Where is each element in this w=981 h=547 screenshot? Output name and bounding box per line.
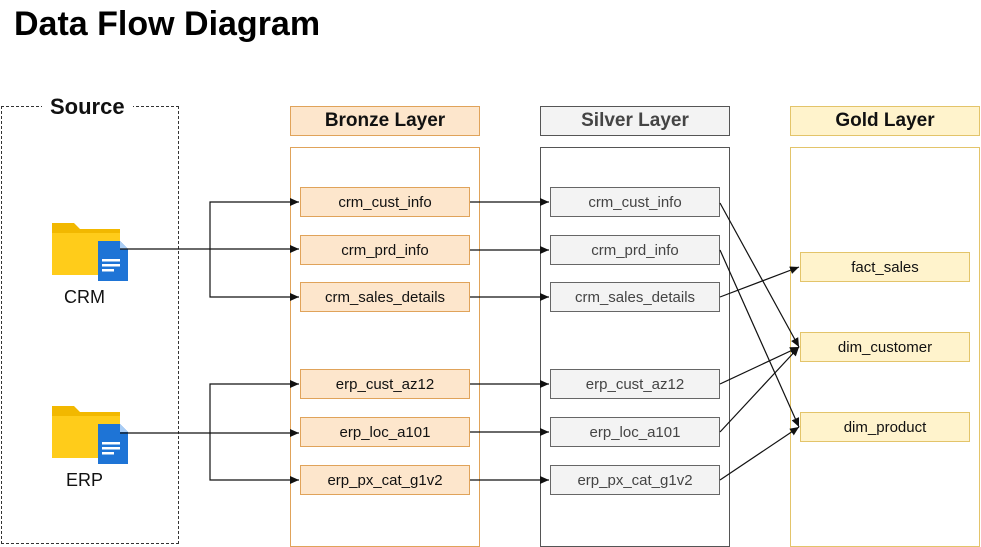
silver-table-crm-prd-info: crm_prd_info xyxy=(550,235,720,265)
silver-table-erp-px-cat-g1v2: erp_px_cat_g1v2 xyxy=(550,465,720,495)
bronze-table-erp-cust-az12: erp_cust_az12 xyxy=(300,369,470,399)
silver-table-erp-cust-az12: erp_cust_az12 xyxy=(550,369,720,399)
silver-table-crm-sales-details: crm_sales_details xyxy=(550,282,720,312)
diagram-title: Data Flow Diagram xyxy=(14,5,321,43)
gold-table-fact-sales: fact_sales xyxy=(800,252,970,282)
connector-silver-to-gold xyxy=(719,202,800,348)
source-title: Source xyxy=(42,93,133,121)
gold-layer-header: Gold Layer xyxy=(790,106,980,136)
crm-label: CRM xyxy=(64,287,105,307)
erp-label: ERP xyxy=(66,470,104,490)
bronze-table-erp-loc-a101: erp_loc_a101 xyxy=(300,417,470,447)
bronze-table-crm-sales-details: crm_sales_details xyxy=(300,282,470,312)
silver-table-crm-cust-info: crm_cust_info xyxy=(550,187,720,217)
connector-crm-to-bronze xyxy=(120,198,299,250)
bronze-layer-header: Bronze Layer xyxy=(290,106,480,136)
silver-table-erp-loc-a101: erp_loc_a101 xyxy=(550,417,720,447)
silver-layer-header: Silver Layer xyxy=(540,106,730,136)
bronze-table-crm-prd-info: crm_prd_info xyxy=(300,235,470,265)
crm-folder-icon xyxy=(52,223,128,281)
gold-table-dim-product: dim_product xyxy=(800,412,970,442)
gold-table-dim-customer: dim_customer xyxy=(800,332,970,362)
bronze-table-erp-px-cat-g1v2: erp_px_cat_g1v2 xyxy=(300,465,470,495)
connector-erp-to-bronze xyxy=(120,380,299,434)
erp-folder-icon xyxy=(52,406,128,464)
bronze-table-crm-cust-info: crm_cust_info xyxy=(300,187,470,217)
